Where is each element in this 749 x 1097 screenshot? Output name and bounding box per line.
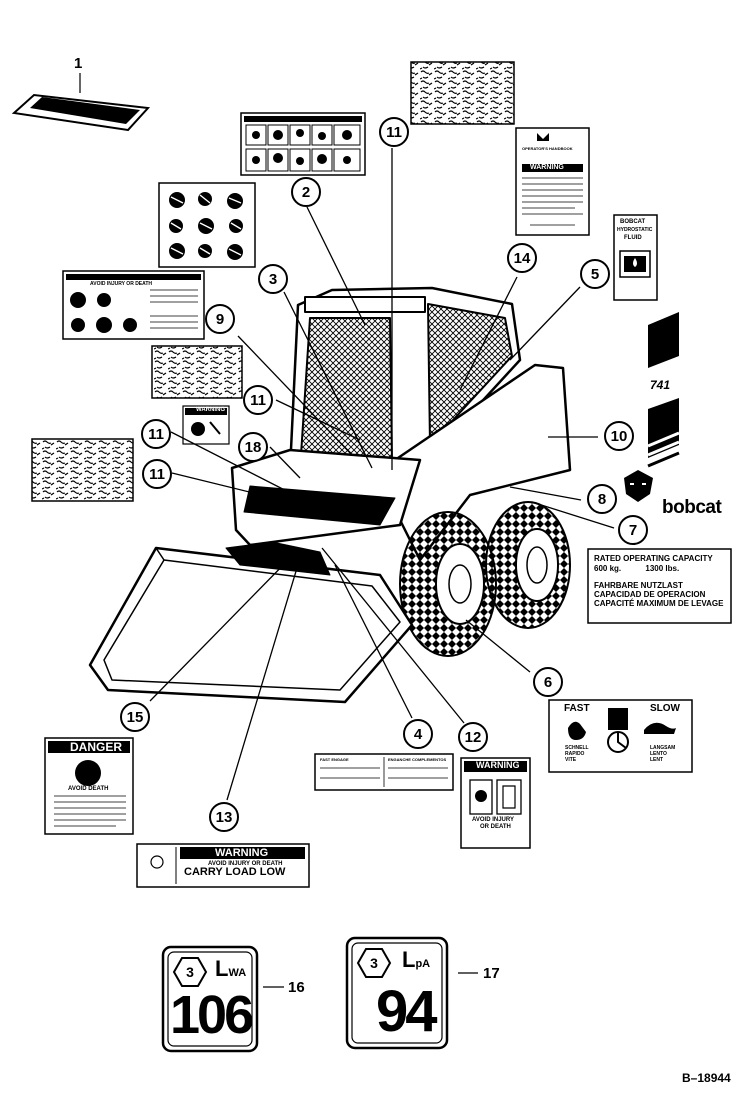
callout-4: 4: [403, 719, 433, 749]
noise-decal-16-frame: 3: [161, 945, 259, 1053]
capacity-weights: 600 kg. 1300 lbs.: [594, 564, 723, 573]
callout-11-left-upper: 11: [141, 419, 171, 449]
speed-fast-label: FAST: [564, 703, 590, 714]
callout-11-top: 11: [379, 117, 409, 147]
danger-subheader: AVOID DEATH: [68, 786, 109, 792]
callout-17: 17: [483, 965, 500, 982]
carry-load-decal-frame: [136, 843, 310, 888]
avoid-injury-title: AVOID INJURY OR DEATH: [90, 281, 153, 287]
capacity-decal: RATED OPERATING CAPACITY 600 kg. 1300 lb…: [594, 554, 723, 608]
warning-decal-12-frame: [460, 757, 531, 849]
capacity-line-2: FAHRBARE NUTZLAST: [594, 581, 683, 590]
capacity-line-4: CAPACITÉ MAXIMUM DE LEVAGE: [594, 599, 724, 608]
capacity-line-1: RATED OPERATING CAPACITY: [594, 554, 713, 563]
avoid-injury-decal: [62, 270, 205, 340]
callout-13: 13: [209, 802, 239, 832]
bobcat-head-logo: [624, 470, 653, 502]
leader-lines: [149, 148, 615, 988]
callout-10: 10: [604, 421, 634, 451]
callout-3: 3: [258, 264, 288, 294]
side-stripe-decals: [647, 312, 680, 468]
callout-18: 18: [238, 432, 268, 462]
speed-slow-word-1: LANGSAM: [650, 745, 676, 751]
warning-12-line2: OR DEATH: [480, 824, 511, 830]
callout-5: 5: [580, 259, 610, 289]
capacity-lbs: 1300 lbs.: [645, 564, 680, 573]
warning-12-header: WARNING: [476, 760, 520, 770]
hydrostatic-fluid-decal: [613, 214, 658, 301]
patterned-decal-left-middle: [151, 345, 243, 399]
svg-text:3: 3: [186, 964, 194, 980]
danger-decal-frame: [44, 737, 134, 835]
carry-decal-subheader: AVOID INJURY OR DEATH: [208, 861, 283, 867]
skid-steer-loader: [88, 286, 572, 704]
carry-decal-header: WARNING: [215, 847, 269, 859]
callout-11-middle: 11: [243, 385, 273, 415]
pictogram-decal-top: [240, 112, 366, 176]
speed-slow-word-2: LENTO: [650, 751, 667, 757]
noise-16-value: 106: [170, 985, 254, 1045]
svg-text:3: 3: [370, 955, 378, 971]
noise-17-value: 94: [376, 979, 437, 1044]
bilingual-left-top: FAST ENGAGE: [320, 757, 349, 762]
bilingual-right-top: ENGANCHE COMPLEMENTOS: [388, 757, 447, 762]
plate-decal: [11, 73, 151, 132]
callout-14: 14: [507, 243, 537, 273]
danger-header: DANGER: [70, 740, 123, 754]
noise-decal-17-frame: 3: [345, 936, 449, 1050]
fluid-line-2: FLUID: [624, 235, 642, 241]
speed-fast-word-1: SCHNELL: [565, 745, 589, 751]
callout-15: 15: [120, 702, 150, 732]
capacity-line-3: CAPACIDAD DE OPERACION: [594, 590, 706, 599]
capacity-kg: 600 kg.: [594, 564, 622, 573]
carry-decal-main: CARRY LOAD LOW: [184, 866, 286, 878]
callout-9: 9: [205, 304, 235, 334]
patterned-decal-left: [31, 438, 134, 502]
small-warning-decal: [182, 405, 230, 445]
fluid-line-1: HYDROSTATIC: [617, 227, 653, 233]
callout-6: 6: [533, 667, 563, 697]
noise-16-label: LWA: [215, 956, 247, 981]
model-number: 741: [650, 378, 671, 392]
handbook-header: WARNING: [530, 164, 564, 171]
callout-16: 16: [288, 979, 305, 996]
bobcat-wordmark: bobcat: [662, 497, 722, 518]
fluid-brand: BOBCAT: [620, 219, 646, 225]
speed-slow-word-3: LENT: [650, 757, 664, 763]
callout-2: 2: [291, 177, 321, 207]
speed-decal-frame: [548, 699, 693, 773]
callout-11-left-lower: 11: [142, 459, 172, 489]
callout-7: 7: [618, 515, 648, 545]
operator-handbook-decal: [515, 127, 590, 236]
capacity-decal-frame: [587, 548, 732, 624]
handbook-title: OPERATOR'S HANDBOOK: [522, 146, 573, 151]
figure-id: B–18944: [682, 1071, 731, 1085]
speed-slow-label: SLOW: [650, 703, 680, 714]
pictogram-decal-left: [158, 182, 256, 268]
speed-fast-word-3: VITE: [565, 757, 577, 763]
warning-12-line1: AVOID INJURY: [472, 817, 515, 823]
callout-8: 8: [587, 484, 617, 514]
patterned-decal-top-right: [410, 61, 515, 125]
small-warning-header: WARNING: [196, 407, 225, 413]
speed-fast-word-2: RAPIDO: [565, 751, 585, 757]
bilingual-decal-frame: [314, 753, 454, 791]
callout-1: 1: [74, 55, 83, 72]
noise-17-label: LpA: [402, 947, 431, 972]
callout-12: 12: [458, 722, 488, 752]
